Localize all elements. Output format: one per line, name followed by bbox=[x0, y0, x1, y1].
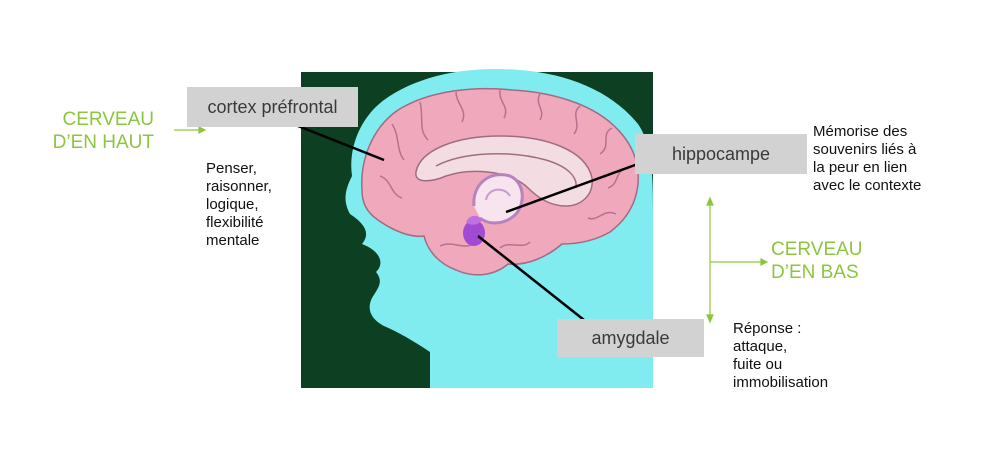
hippocampus-label: hippocampe bbox=[635, 134, 807, 174]
bottom-brain-description-line-3: fuite ou bbox=[733, 356, 783, 373]
hippocampus-description: Mémorise des souvenirs liés à la peur en… bbox=[813, 123, 921, 195]
bottom-brain-description-line-1: Réponse : bbox=[733, 320, 802, 337]
bottom-brain-title-line-1: CERVEAU bbox=[771, 239, 863, 260]
vertical-double-arrow-icon bbox=[706, 196, 769, 324]
hippocampus-description-line-4: avec le contexte bbox=[813, 177, 922, 194]
top-brain-description-line-3: logique, bbox=[206, 196, 259, 213]
top-brain-description: Penser, raisonner, logique, flexibilité … bbox=[206, 160, 272, 250]
inner-fold bbox=[435, 153, 577, 189]
cortex-pointer-line bbox=[287, 120, 385, 162]
bottom-brain-title-line-2: D’EN BAS bbox=[771, 262, 859, 283]
top-brain-description-line-4: flexibilité bbox=[206, 214, 264, 231]
bottom-brain-title: CERVEAU D’EN BAS bbox=[771, 238, 863, 284]
prefrontal-cortex-label: cortex préfrontal bbox=[187, 87, 358, 127]
top-brain-description-line-1: Penser, bbox=[206, 160, 257, 177]
amygdala-structure bbox=[463, 220, 485, 246]
top-brain-description-line-2: raisonner, bbox=[206, 178, 272, 195]
hippocampus-structure bbox=[472, 173, 524, 225]
bottom-brain-description: Réponse : attaque, fuite ou immobilisati… bbox=[733, 320, 828, 392]
hippocampus-description-line-2: souvenirs liés à bbox=[813, 141, 917, 158]
hippocampus-description-line-3: la peur en lien bbox=[813, 159, 908, 176]
bottom-brain-description-line-4: immobilisation bbox=[733, 374, 829, 391]
amygdala-label: amygdale bbox=[557, 319, 704, 357]
amygdala-pointer-line bbox=[477, 235, 585, 321]
bottom-brain-description-line-2: attaque, bbox=[733, 338, 788, 355]
top-brain-title-line-1: CERVEAU bbox=[62, 109, 154, 130]
top-arrow-icon bbox=[174, 126, 207, 134]
top-brain-title-line-2: D’EN HAUT bbox=[52, 132, 154, 153]
hippocampus-pointer-line bbox=[505, 154, 661, 214]
corpus-callosum bbox=[415, 135, 593, 207]
top-brain-description-line-5: mentale bbox=[206, 232, 260, 249]
top-brain-title: CERVEAU D’EN HAUT bbox=[38, 108, 154, 154]
hippocampus-description-line-1: Mémorise des bbox=[813, 123, 908, 140]
